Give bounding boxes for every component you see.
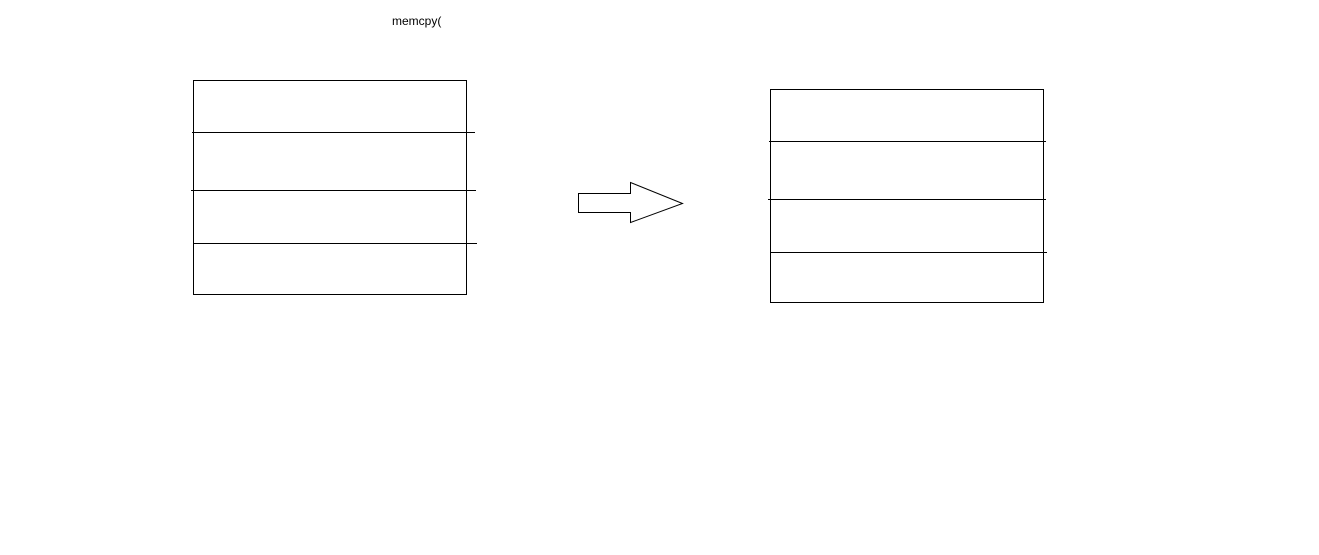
destination-memory-block (768, 89, 1047, 303)
copy-arrow (578, 181, 684, 224)
destination-block-outline (770, 89, 1044, 303)
source-block-outline (193, 80, 467, 295)
source-memory-block (191, 80, 477, 295)
memcpy-caption: memcpy( (392, 14, 442, 28)
